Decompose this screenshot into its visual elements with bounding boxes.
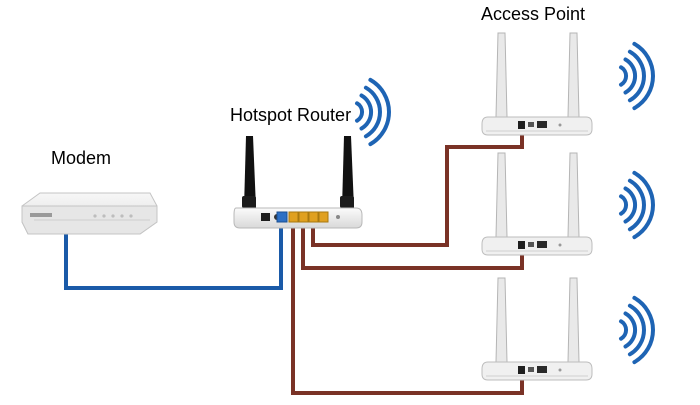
wifi-signal-icon xyxy=(619,295,655,365)
router-icon xyxy=(233,136,363,229)
wifi-signals xyxy=(355,41,655,365)
router-ap1-cable xyxy=(311,135,524,247)
access-points xyxy=(481,32,593,381)
cables xyxy=(64,135,524,395)
modem-router-cable xyxy=(64,222,283,290)
modem-icon xyxy=(21,192,158,235)
router-ap2-cable xyxy=(301,222,524,270)
access-point-icon xyxy=(481,277,593,381)
wifi-signal-icon xyxy=(619,170,655,240)
hotspot-router-label: Hotspot Router xyxy=(230,105,352,125)
wifi-signal-icon xyxy=(619,41,655,111)
access-point-icon xyxy=(481,152,593,256)
router-ap3-cable xyxy=(291,222,524,395)
wifi-signal-icon xyxy=(355,77,391,147)
access-point-label: Access Point xyxy=(481,4,586,24)
modem-label: Modem xyxy=(51,148,112,168)
access-point-icon xyxy=(481,32,593,136)
